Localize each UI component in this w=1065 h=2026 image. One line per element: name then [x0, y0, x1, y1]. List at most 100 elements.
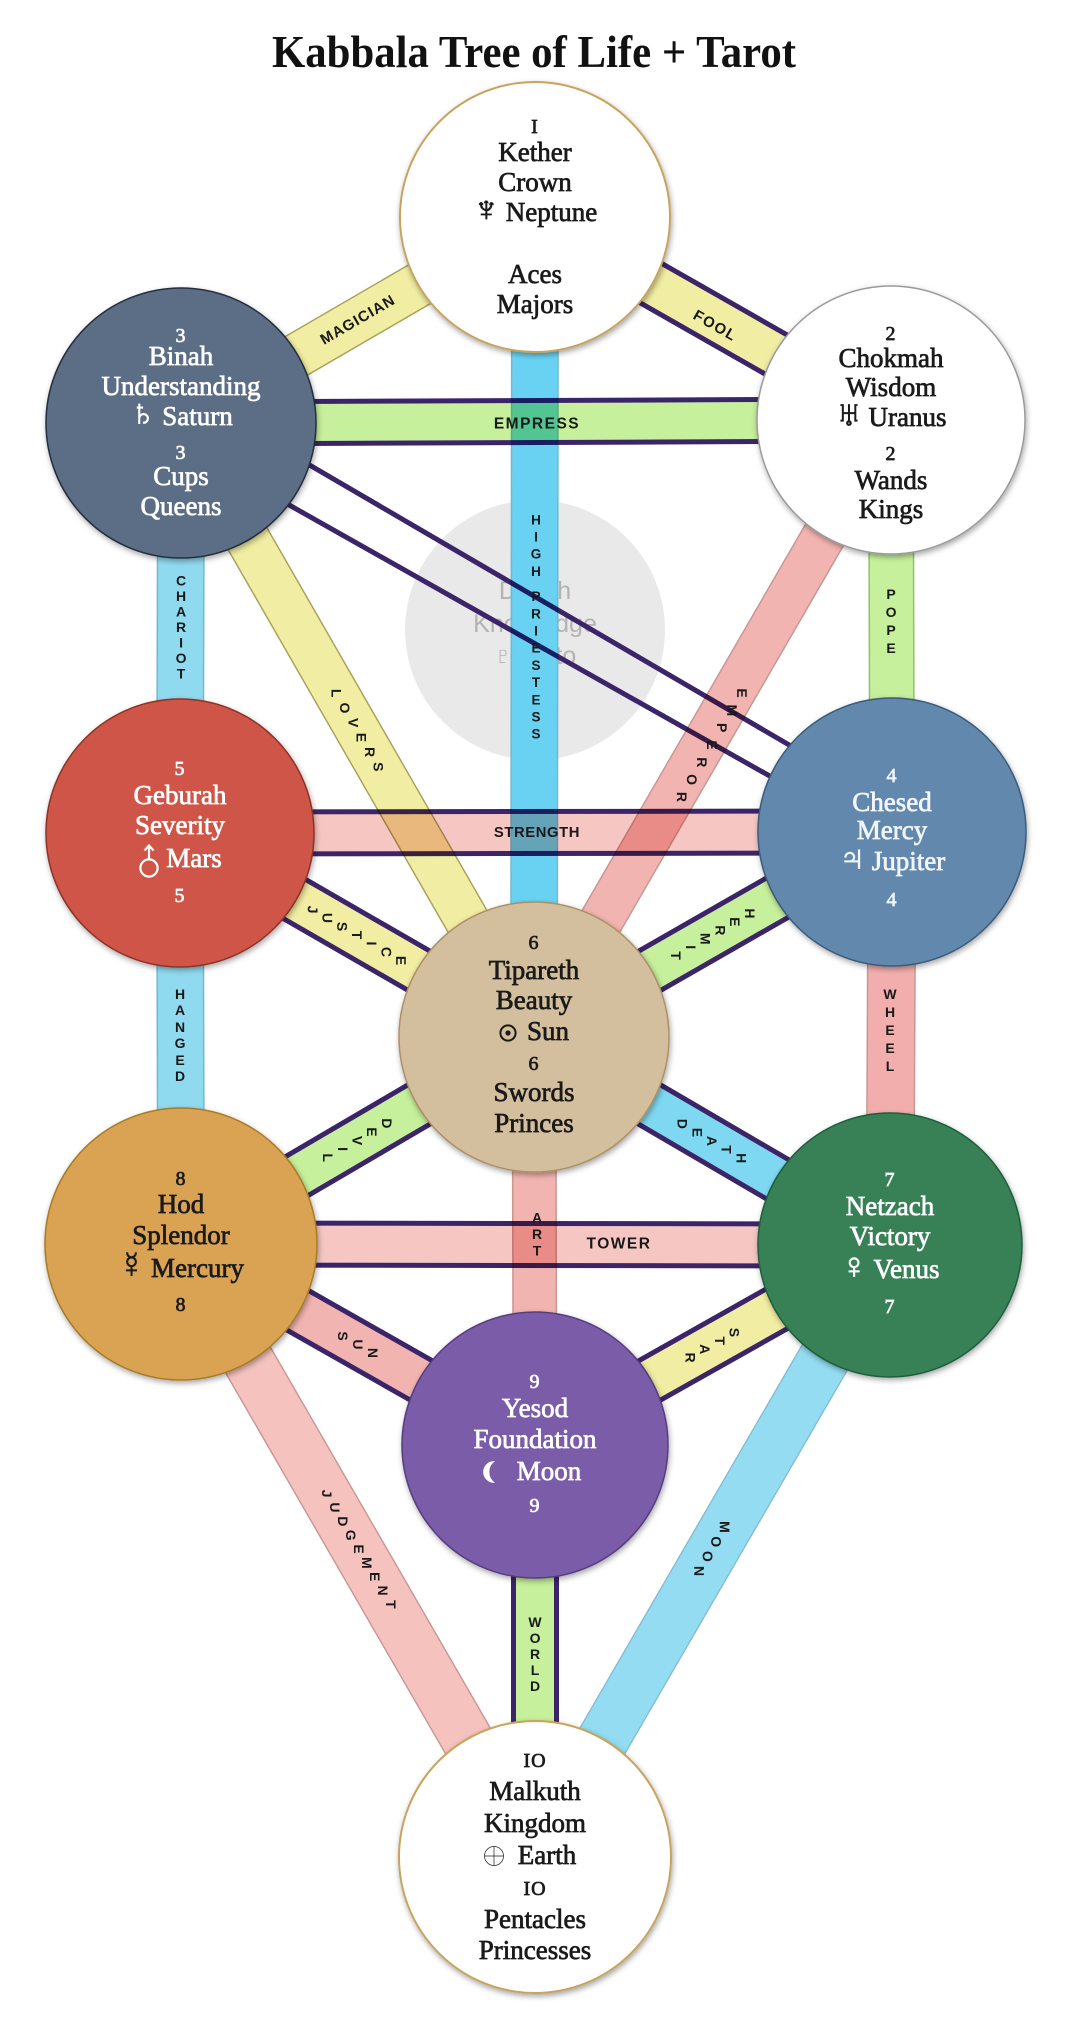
svg-text:EMPRESS: EMPRESS: [494, 416, 580, 433]
svg-text:Wands: Wands: [855, 465, 928, 495]
svg-text:8: 8: [176, 1168, 187, 1190]
svg-text:D: D: [379, 1118, 395, 1128]
svg-text:Princesses: Princesses: [479, 1935, 591, 1965]
svg-text:S: S: [335, 1331, 351, 1340]
svg-text:N: N: [175, 1019, 185, 1035]
svg-text:6: 6: [529, 1053, 540, 1075]
svg-text:S: S: [531, 710, 540, 725]
svg-text:C: C: [176, 573, 186, 589]
svg-text:R: R: [682, 1352, 698, 1362]
svg-text:Kether: Kether: [498, 137, 571, 167]
svg-text:9: 9: [530, 1371, 541, 1393]
svg-text:Chokmah: Chokmah: [839, 343, 944, 373]
svg-text:M: M: [717, 1521, 733, 1533]
svg-text:E: E: [886, 640, 895, 656]
svg-text:R: R: [694, 757, 710, 767]
svg-text:3: 3: [176, 442, 187, 464]
svg-text:R: R: [712, 925, 728, 935]
svg-text:O: O: [708, 1536, 724, 1547]
svg-text:Queens: Queens: [141, 491, 222, 521]
svg-text:5: 5: [175, 885, 186, 907]
svg-text:Tipareth: Tipareth: [489, 955, 580, 985]
svg-text:L: L: [531, 1662, 540, 1678]
svg-text:G: G: [343, 1530, 359, 1541]
svg-text:I: I: [179, 635, 183, 651]
svg-text:R: R: [530, 1646, 540, 1662]
svg-text:E: E: [367, 1572, 383, 1581]
svg-text:E: E: [531, 641, 540, 656]
svg-text:H: H: [885, 1004, 895, 1020]
svg-text:♃Jupiter: ♃Jupiter: [839, 837, 946, 878]
svg-text:U: U: [350, 1339, 366, 1349]
svg-text:T: T: [349, 931, 365, 940]
svg-text:Cups: Cups: [153, 461, 209, 491]
svg-text:H: H: [742, 908, 758, 918]
svg-text:S: S: [334, 922, 350, 931]
svg-text:R: R: [531, 606, 541, 621]
svg-text:P: P: [714, 723, 730, 732]
svg-text:M: M: [698, 933, 714, 945]
svg-text:Yesod: Yesod: [502, 1393, 569, 1423]
svg-text:A: A: [175, 1002, 185, 1018]
svg-text:2: 2: [886, 443, 897, 465]
svg-text:E: E: [885, 1022, 894, 1038]
svg-text:S: S: [727, 1328, 743, 1337]
svg-text:E: E: [885, 1040, 894, 1056]
svg-text:Netzach: Netzach: [846, 1191, 935, 1221]
svg-text:Princes: Princes: [494, 1108, 573, 1138]
svg-text:E: E: [393, 956, 409, 965]
svg-text:O: O: [176, 650, 187, 666]
svg-text:N: N: [375, 1586, 391, 1596]
svg-text:O: O: [530, 1630, 541, 1646]
svg-text:I: I: [531, 116, 539, 138]
svg-text:Chesed: Chesed: [852, 787, 932, 817]
svg-text:STRENGTH: STRENGTH: [494, 825, 580, 841]
svg-text:6: 6: [529, 932, 540, 954]
svg-text:D: D: [335, 1516, 351, 1526]
svg-text:S: S: [531, 658, 540, 673]
svg-text:T: T: [533, 1243, 542, 1259]
svg-text:U: U: [320, 913, 336, 923]
svg-text:♄Saturn: ♄Saturn: [129, 392, 233, 433]
svg-text:E: E: [704, 740, 720, 749]
svg-text:7: 7: [885, 1296, 896, 1318]
svg-text:IO: IO: [523, 1878, 546, 1900]
svg-text:♆Neptune: ♆Neptune: [473, 188, 597, 229]
svg-text:L: L: [886, 1058, 895, 1074]
svg-text:IO: IO: [523, 1750, 546, 1772]
svg-text:R: R: [362, 747, 378, 757]
svg-text:W: W: [883, 986, 897, 1002]
svg-text:T: T: [177, 666, 186, 682]
svg-text:Malkuth: Malkuth: [489, 1776, 581, 1806]
svg-text:I: I: [683, 945, 699, 949]
svg-text:3: 3: [176, 325, 187, 347]
svg-text:E: E: [734, 688, 750, 697]
svg-text:R: R: [674, 792, 690, 802]
svg-text:Beauty: Beauty: [496, 985, 573, 1015]
svg-text:S: S: [531, 727, 540, 742]
svg-text:4: 4: [887, 765, 898, 787]
svg-text:N: N: [691, 1566, 707, 1576]
svg-text:T: T: [712, 1337, 728, 1346]
svg-text:E: E: [364, 1127, 380, 1136]
svg-text:D: D: [530, 1678, 540, 1694]
svg-text:S: S: [371, 762, 387, 771]
svg-text:T: T: [719, 1145, 735, 1154]
svg-text:7: 7: [885, 1169, 896, 1191]
svg-text:W: W: [528, 1614, 542, 1630]
svg-text:I: I: [534, 530, 538, 545]
svg-text:O: O: [684, 774, 700, 785]
svg-text:Earth: Earth: [518, 1840, 577, 1870]
svg-text:T: T: [668, 951, 684, 960]
svg-text:Kabbala Tree of Life + Tarot: Kabbala Tree of Life + Tarot: [272, 26, 797, 77]
svg-text:Foundation: Foundation: [473, 1424, 597, 1454]
svg-text:A: A: [697, 1344, 713, 1354]
svg-text:☿Mercury: ☿Mercury: [118, 1244, 244, 1285]
svg-text:A: A: [704, 1136, 720, 1146]
svg-text:Sun: Sun: [527, 1016, 570, 1046]
svg-text:D: D: [175, 1068, 185, 1084]
svg-text:A: A: [532, 1210, 542, 1226]
svg-text:T: T: [532, 675, 541, 690]
svg-text:Kings: Kings: [859, 494, 924, 524]
svg-text:Moon: Moon: [517, 1456, 582, 1486]
